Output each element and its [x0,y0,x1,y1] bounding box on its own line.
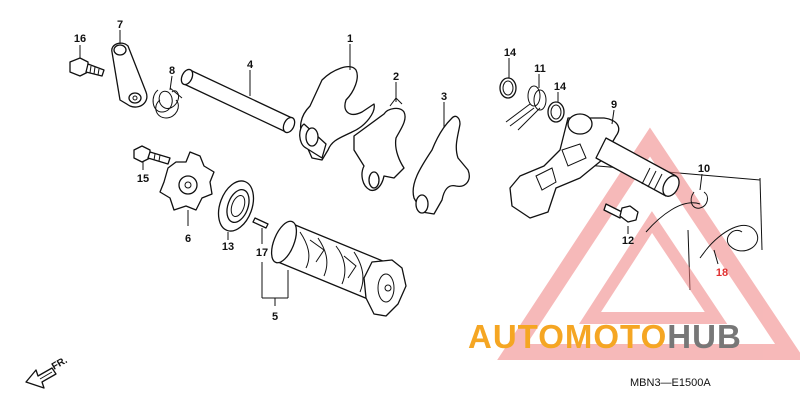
part-11-spring [505,85,547,131]
front-label: FR. [50,355,70,373]
part-14-circlip-upper [499,77,517,99]
label-part-7: 7 [117,19,123,31]
label-part-9: 9 [611,99,617,111]
label-part-11: 11 [534,63,546,75]
part-8-spring [152,87,183,119]
part-5-shift-drum [270,220,407,317]
label-part-10: 10 [698,163,710,175]
label-part-8: 8 [169,65,175,77]
part-9-gearshift-spindle [509,113,680,219]
part-16-bolt [69,57,105,77]
watermark-triangle [497,127,800,360]
front-direction-indicator: FR. [25,355,70,389]
part-12-bolt [603,203,639,223]
part-18-return-spring [645,202,759,259]
part-6-drum-cam [159,151,215,211]
label-part-2: 2 [393,71,399,83]
watermark-part-2: HUB [667,318,742,355]
watermark-part-1: AUTOMOTO [468,318,667,355]
part-17-pin [252,217,269,229]
label-part-17: 17 [256,247,268,259]
part-7-stopper-arm [111,42,148,108]
part-labels: 1 2 3 4 5 6 7 8 9 10 11 12 13 14 14 15 1… [74,19,728,323]
part-15-bolt [133,145,171,165]
part-1-shift-fork [299,66,375,161]
label-part-13: 13 [222,241,234,253]
label-part-12: 12 [622,235,634,247]
part-13-bearing [217,180,255,232]
part-4-fork-shaft [180,68,296,134]
label-part-18: 18 [716,267,728,279]
label-part-5: 5 [272,311,278,323]
label-part-1: 1 [347,33,353,45]
label-part-14-lower: 14 [554,81,567,93]
watermark: AUTOMOTOHUB [468,318,742,355]
diagram-code: MBN3—E1500A [630,377,711,389]
part-10-clip [690,191,708,209]
part-2-shift-fork [353,97,406,192]
label-part-6: 6 [185,233,191,245]
label-part-14-upper: 14 [504,47,517,59]
label-part-16: 16 [74,33,86,45]
part-14-washer-lower [547,101,565,123]
label-part-15: 15 [137,173,149,185]
watermark-text: AUTOMOTOHUB [468,318,742,355]
label-part-3: 3 [441,91,447,103]
label-part-4: 4 [247,59,254,71]
part-3-shift-fork [412,115,470,215]
leader-lines [79,30,719,306]
